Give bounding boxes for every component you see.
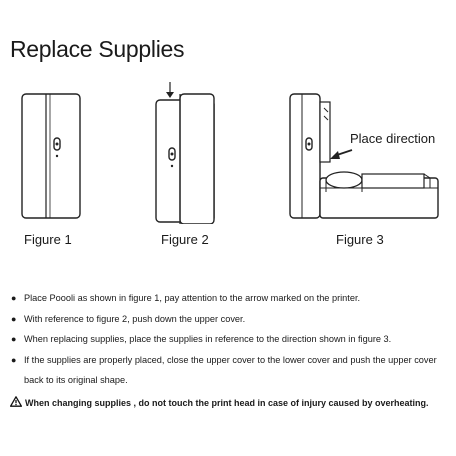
warning-note: When changing supplies , do not touch th…	[9, 396, 429, 409]
bullet-icon: ●	[11, 293, 17, 303]
figure-1-illustration	[20, 92, 90, 220]
list-item: ● If the supplies are properly placed, c…	[10, 350, 456, 391]
list-item: ● Place Poooli as shown in figure 1, pay…	[10, 288, 450, 309]
warning-triangle-icon	[9, 396, 23, 409]
figure-1-caption: Figure 1	[24, 232, 72, 247]
step-text: If the supplies are properly placed, clo…	[24, 354, 437, 386]
list-item: ● With reference to figure 2, push down …	[10, 309, 450, 330]
step-text: Place Poooli as shown in figure 1, pay a…	[24, 293, 361, 303]
step-text: When replacing supplies, place the suppl…	[24, 334, 392, 344]
figure-3-caption: Figure 3	[336, 232, 384, 247]
bullet-icon: ●	[11, 313, 17, 324]
bullet-icon: ●	[11, 354, 17, 365]
figure-3-illustration	[280, 92, 445, 222]
bullet-icon: ●	[11, 334, 17, 344]
figure-2-caption: Figure 2	[161, 232, 209, 247]
page-title: Replace Supplies	[10, 36, 185, 62]
place-direction-label: Place direction	[350, 131, 436, 146]
instructions-list: ● Place Poooli as shown in figure 1, pay…	[10, 288, 450, 391]
list-item: ● When replacing supplies, place the sup…	[10, 329, 450, 350]
figure-2-illustration	[152, 80, 224, 224]
step-text: With reference to figure 2, push down th…	[24, 313, 246, 324]
warning-text: When changing supplies , do not touch th…	[25, 397, 429, 408]
